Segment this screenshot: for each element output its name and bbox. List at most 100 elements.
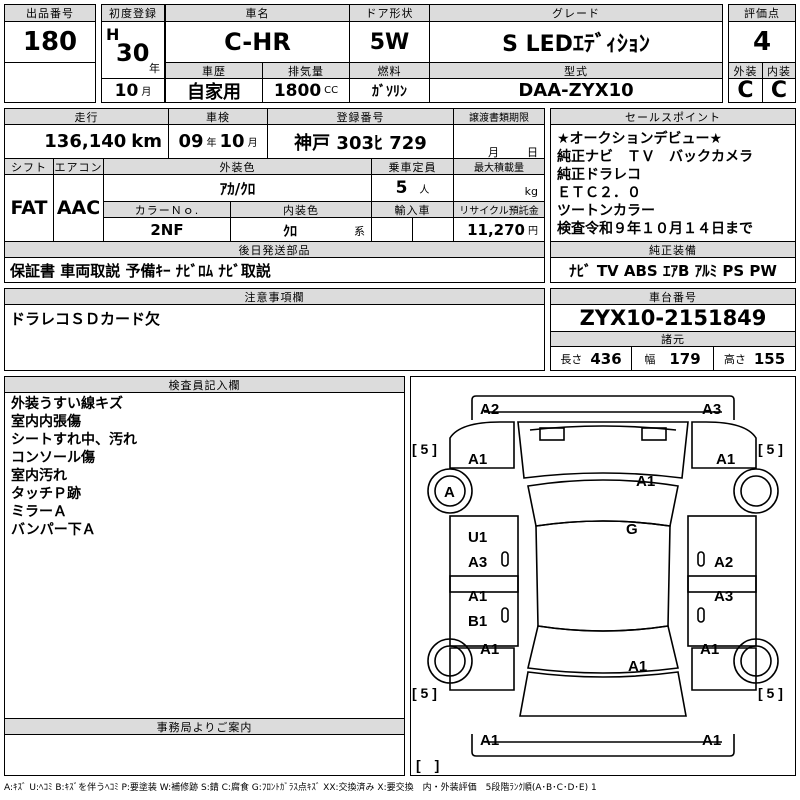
int-grade: C [762,78,796,103]
office-notes [4,734,405,776]
plate-label: 登録番号 [267,108,454,125]
inspector-line: バンパー下Ａ [11,522,96,538]
import-box-1 [371,217,413,242]
sales-line: ＥＴＣ２．０ [557,185,641,201]
shift-label: シフト [4,158,54,175]
air-conditioner: AAC [53,174,104,242]
sales-line: ツートンカラー [557,203,655,219]
later-parts: 保証書 車両取説 予備ｷｰ ﾅﾋﾞﾛﾑ ﾅﾋﾞ取説 [4,257,545,283]
model: DAA-ZYX10 [429,78,723,103]
recycle-label: リサイクル預託金 [453,201,545,218]
door-type: 5W [349,21,430,63]
mark-door-rr: A3 [714,588,733,605]
grade-label: グレード [429,4,723,22]
mark-door-rl2: B1 [468,613,487,630]
plate-number: 神戸 303ﾋ 729 [267,124,454,159]
transfer-label: 譲渡書類期限 [453,108,545,125]
import-box-2 [412,217,454,242]
tire-right-rear: [ 5 ] [758,685,783,701]
mark-rear-bumper-right: A1 [702,732,721,749]
sales-line: 純正ナビ ＴＶ バックカメラ [557,149,753,165]
load-unit: kg [453,174,545,202]
reg-year-box: H 30 年 [101,21,165,79]
mark-fender-fl: A1 [468,451,487,468]
grade: S LEDｴﾃﾞｨｼｮﾝ [429,21,723,63]
chassis-number: ZYX10-2151849 [550,304,796,332]
model-label: 型式 [429,62,723,79]
mark-quarter-rl: A1 [480,641,499,658]
tire-left-front: [ 5 ] [412,441,437,457]
mark-wheel-fl: A [444,484,455,501]
load-label: 最大積載量 [453,158,545,175]
inspector-label: 検査員記入欄 [4,376,405,393]
equipment: ﾅﾋﾞ TV ABS ｴｱB ｱﾙﾐ PS PW [550,257,796,283]
transfer-deadline: 月 日 [453,124,545,159]
import-label: 輸入車 [371,201,454,218]
ext-color: ｱｶ/ｸﾛ [103,174,372,202]
inspector-line: 外装うすい線キズ [11,396,123,412]
car-diagram: A2 A3 A1 A1 A1 A G U1 A3 A2 A1 B1 A3 A1 … [412,395,783,773]
spare-tire: [ ] [416,757,439,773]
chassis-label: 車台番号 [550,288,796,305]
history: 自家用 [165,78,263,103]
inspector-line: 室内汚れ [11,468,67,484]
legend: A:ｷｽﾞ U:ﾍｺﾐ B:ｷｽﾞを伴うﾍｺﾐ P:要塗装 W:補修跡 S:錆 … [4,783,597,793]
damage-diagram-frame [410,376,796,776]
sales-line: 純正ドラレコ [557,167,641,183]
notes: ドラレコＳＤカード欠 [4,304,545,371]
score-label: 評価点 [728,4,796,22]
inspector-line: ミラーＡ [11,504,67,520]
car-name-label: 車名 [165,4,350,22]
sales-points: ★オークションデビュー★ 純正ナビ ＴＶ バックカメラ 純正ドラレコ ＥＴＣ２．… [550,124,796,242]
car-name: C-HR [165,21,350,63]
mark-fender-fr: A1 [716,451,735,468]
sales-label: セールスポイント [550,108,796,125]
mark-door-rl: A1 [468,588,487,605]
color-no: 2NF [103,217,231,242]
tire-right-front: [ 5 ] [758,441,783,457]
ext-grade: C [728,78,763,103]
ext-color-label: 外装色 [103,158,372,175]
mark-front-bumper-right: A3 [702,401,721,418]
mark-rear-bumper-left: A1 [480,732,499,749]
later-parts-label: 後日発送部品 [4,241,545,258]
inspector-line: タッチＰ跡 [11,486,81,502]
equipment-label: 純正装備 [550,241,796,258]
mileage-label: 走行 [4,108,169,125]
reg-label: 初度登録 [101,4,165,22]
office-label: 事務局よりご案内 [4,718,405,735]
specs-label: 諸元 [550,331,796,347]
reg-year: 30 [116,39,150,67]
era: H [106,25,120,44]
inspector-notes: 外装うすい線キズ 室内内張傷 シートすれ中、汚れ コンソール傷 室内汚れ タッチ… [4,392,405,719]
inspector-line: 室内内張傷 [11,414,81,430]
mark-windshield: G [626,521,638,538]
tire-left-rear: [ 5 ] [412,685,437,701]
fuel: ｶﾞｿﾘﾝ [349,78,430,103]
history-label: 車歴 [165,62,263,79]
sales-line: ★オークションデビュー★ [557,131,723,147]
lot-number: 180 [4,21,96,63]
color-no-label: カラーＮｏ. [103,201,231,218]
inspector-line: シートすれ中、汚れ [11,432,137,448]
mark-door-fr: A2 [714,554,733,571]
mark-front-bumper-left: A2 [480,401,499,418]
ext-label: 外装 [728,62,763,79]
sales-line: 検査令和９年１０月１４日まで [557,221,753,237]
lot-label: 出品番号 [4,4,96,22]
shift: FAT [4,174,54,242]
notes-label: 注意事項欄 [4,288,545,305]
reg-year-unit: 年 [149,62,160,75]
inspector-line: コンソール傷 [11,450,95,466]
int-color: ｸﾛ 系 [230,217,372,242]
capacity-label: 乗車定員 [371,158,454,175]
